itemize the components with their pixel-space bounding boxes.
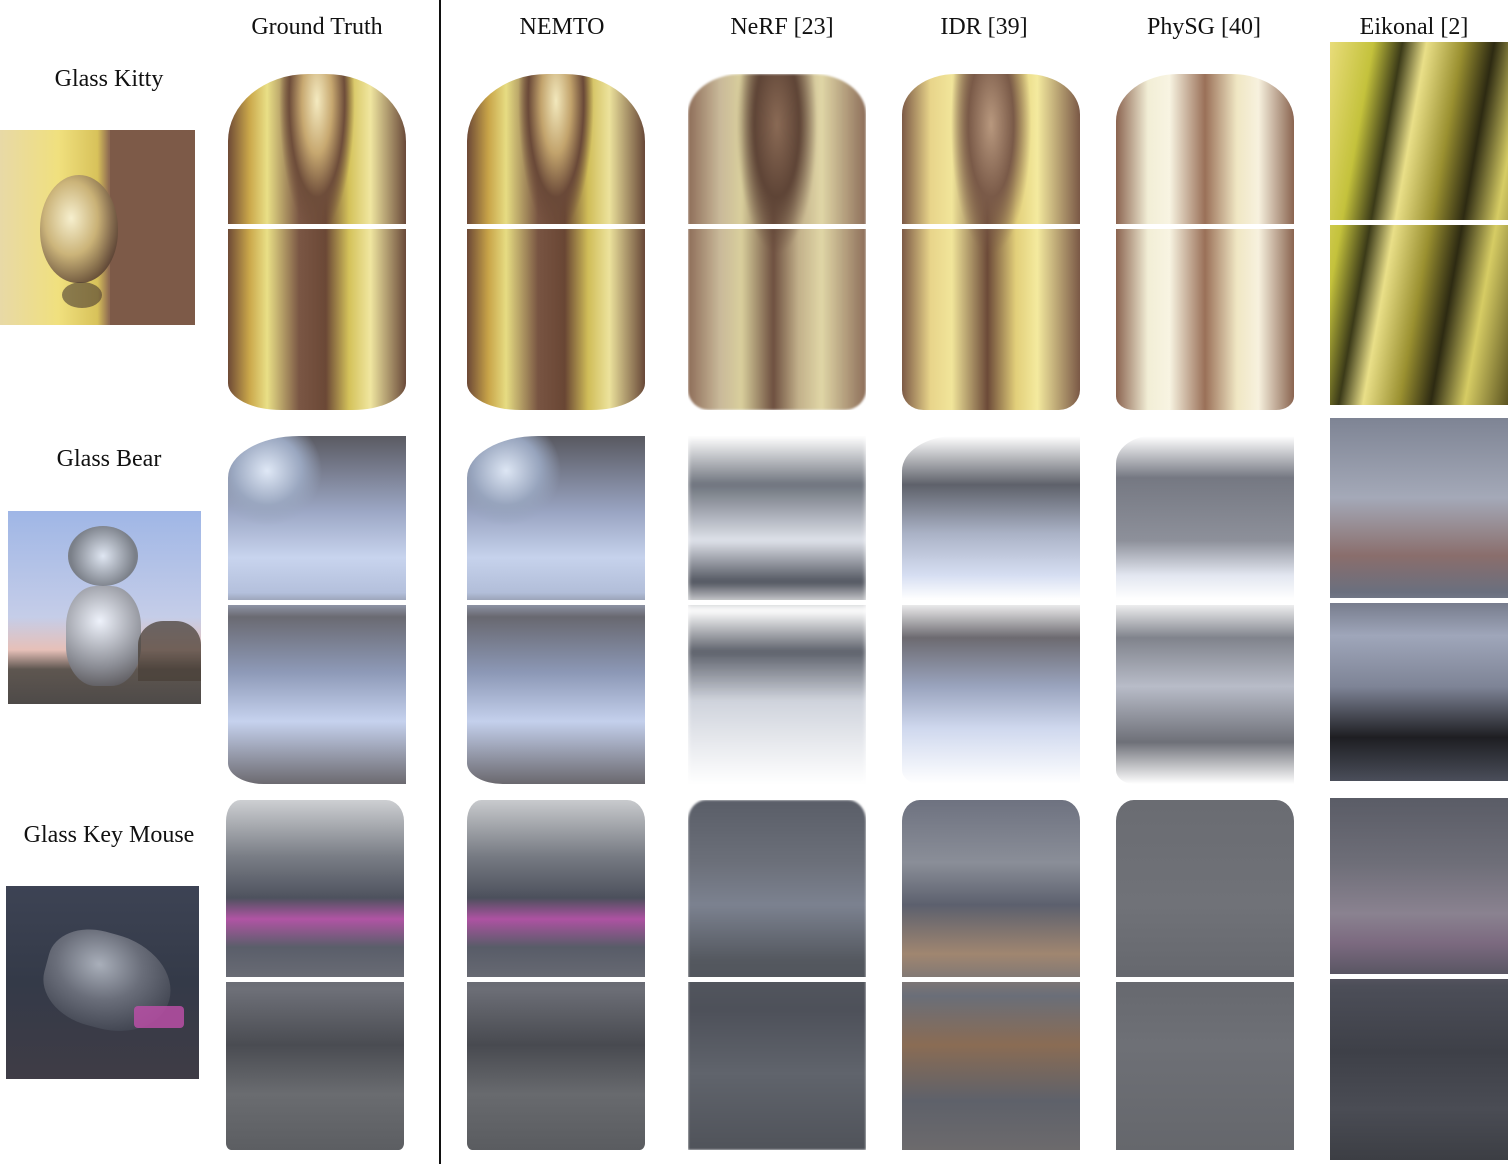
image-kitty-nemto: [467, 74, 645, 410]
image-bear-idr: [902, 436, 1080, 784]
image-kitty-idr: [902, 74, 1080, 410]
column-header-eikonal: Eikonal [2]: [1359, 14, 1469, 40]
image-keymouse-physg: [1116, 800, 1294, 1150]
column-header-nerf: NeRF [23]: [730, 14, 834, 40]
image-bear-nerf: [688, 436, 866, 784]
column-header-ground-truth: Ground Truth: [251, 14, 383, 40]
image-keymouse-nemto: [467, 800, 645, 1150]
row-label-glass-kitty: Glass Kitty: [54, 66, 164, 92]
input-image-glass-bear: [8, 511, 201, 704]
row-label-glass-key-mouse: Glass Key Mouse: [23, 822, 195, 848]
column-header-nemto: NEMTO: [519, 14, 605, 40]
image-bear-eikonal: [1330, 418, 1508, 781]
image-keymouse-eikonal: [1330, 798, 1508, 1160]
image-bear-nemto: [467, 436, 645, 784]
image-bear-physg: [1116, 436, 1294, 784]
column-header-idr: IDR [39]: [940, 14, 1028, 40]
input-image-glass-kitty: [0, 130, 195, 325]
image-kitty-nerf: [688, 74, 866, 410]
input-image-glass-key-mouse: [6, 886, 199, 1079]
row-label-glass-bear: Glass Bear: [56, 446, 162, 472]
column-header-physg: PhySG [40]: [1146, 14, 1261, 40]
section-divider: [439, 0, 441, 1164]
image-keymouse-idr: [902, 800, 1080, 1150]
image-kitty-ground-truth: [228, 74, 406, 410]
image-kitty-eikonal: [1330, 42, 1508, 405]
image-kitty-physg: [1116, 74, 1294, 410]
image-bear-ground-truth: [228, 436, 406, 784]
image-keymouse-nerf: [688, 800, 866, 1150]
image-keymouse-ground-truth: [226, 800, 404, 1150]
